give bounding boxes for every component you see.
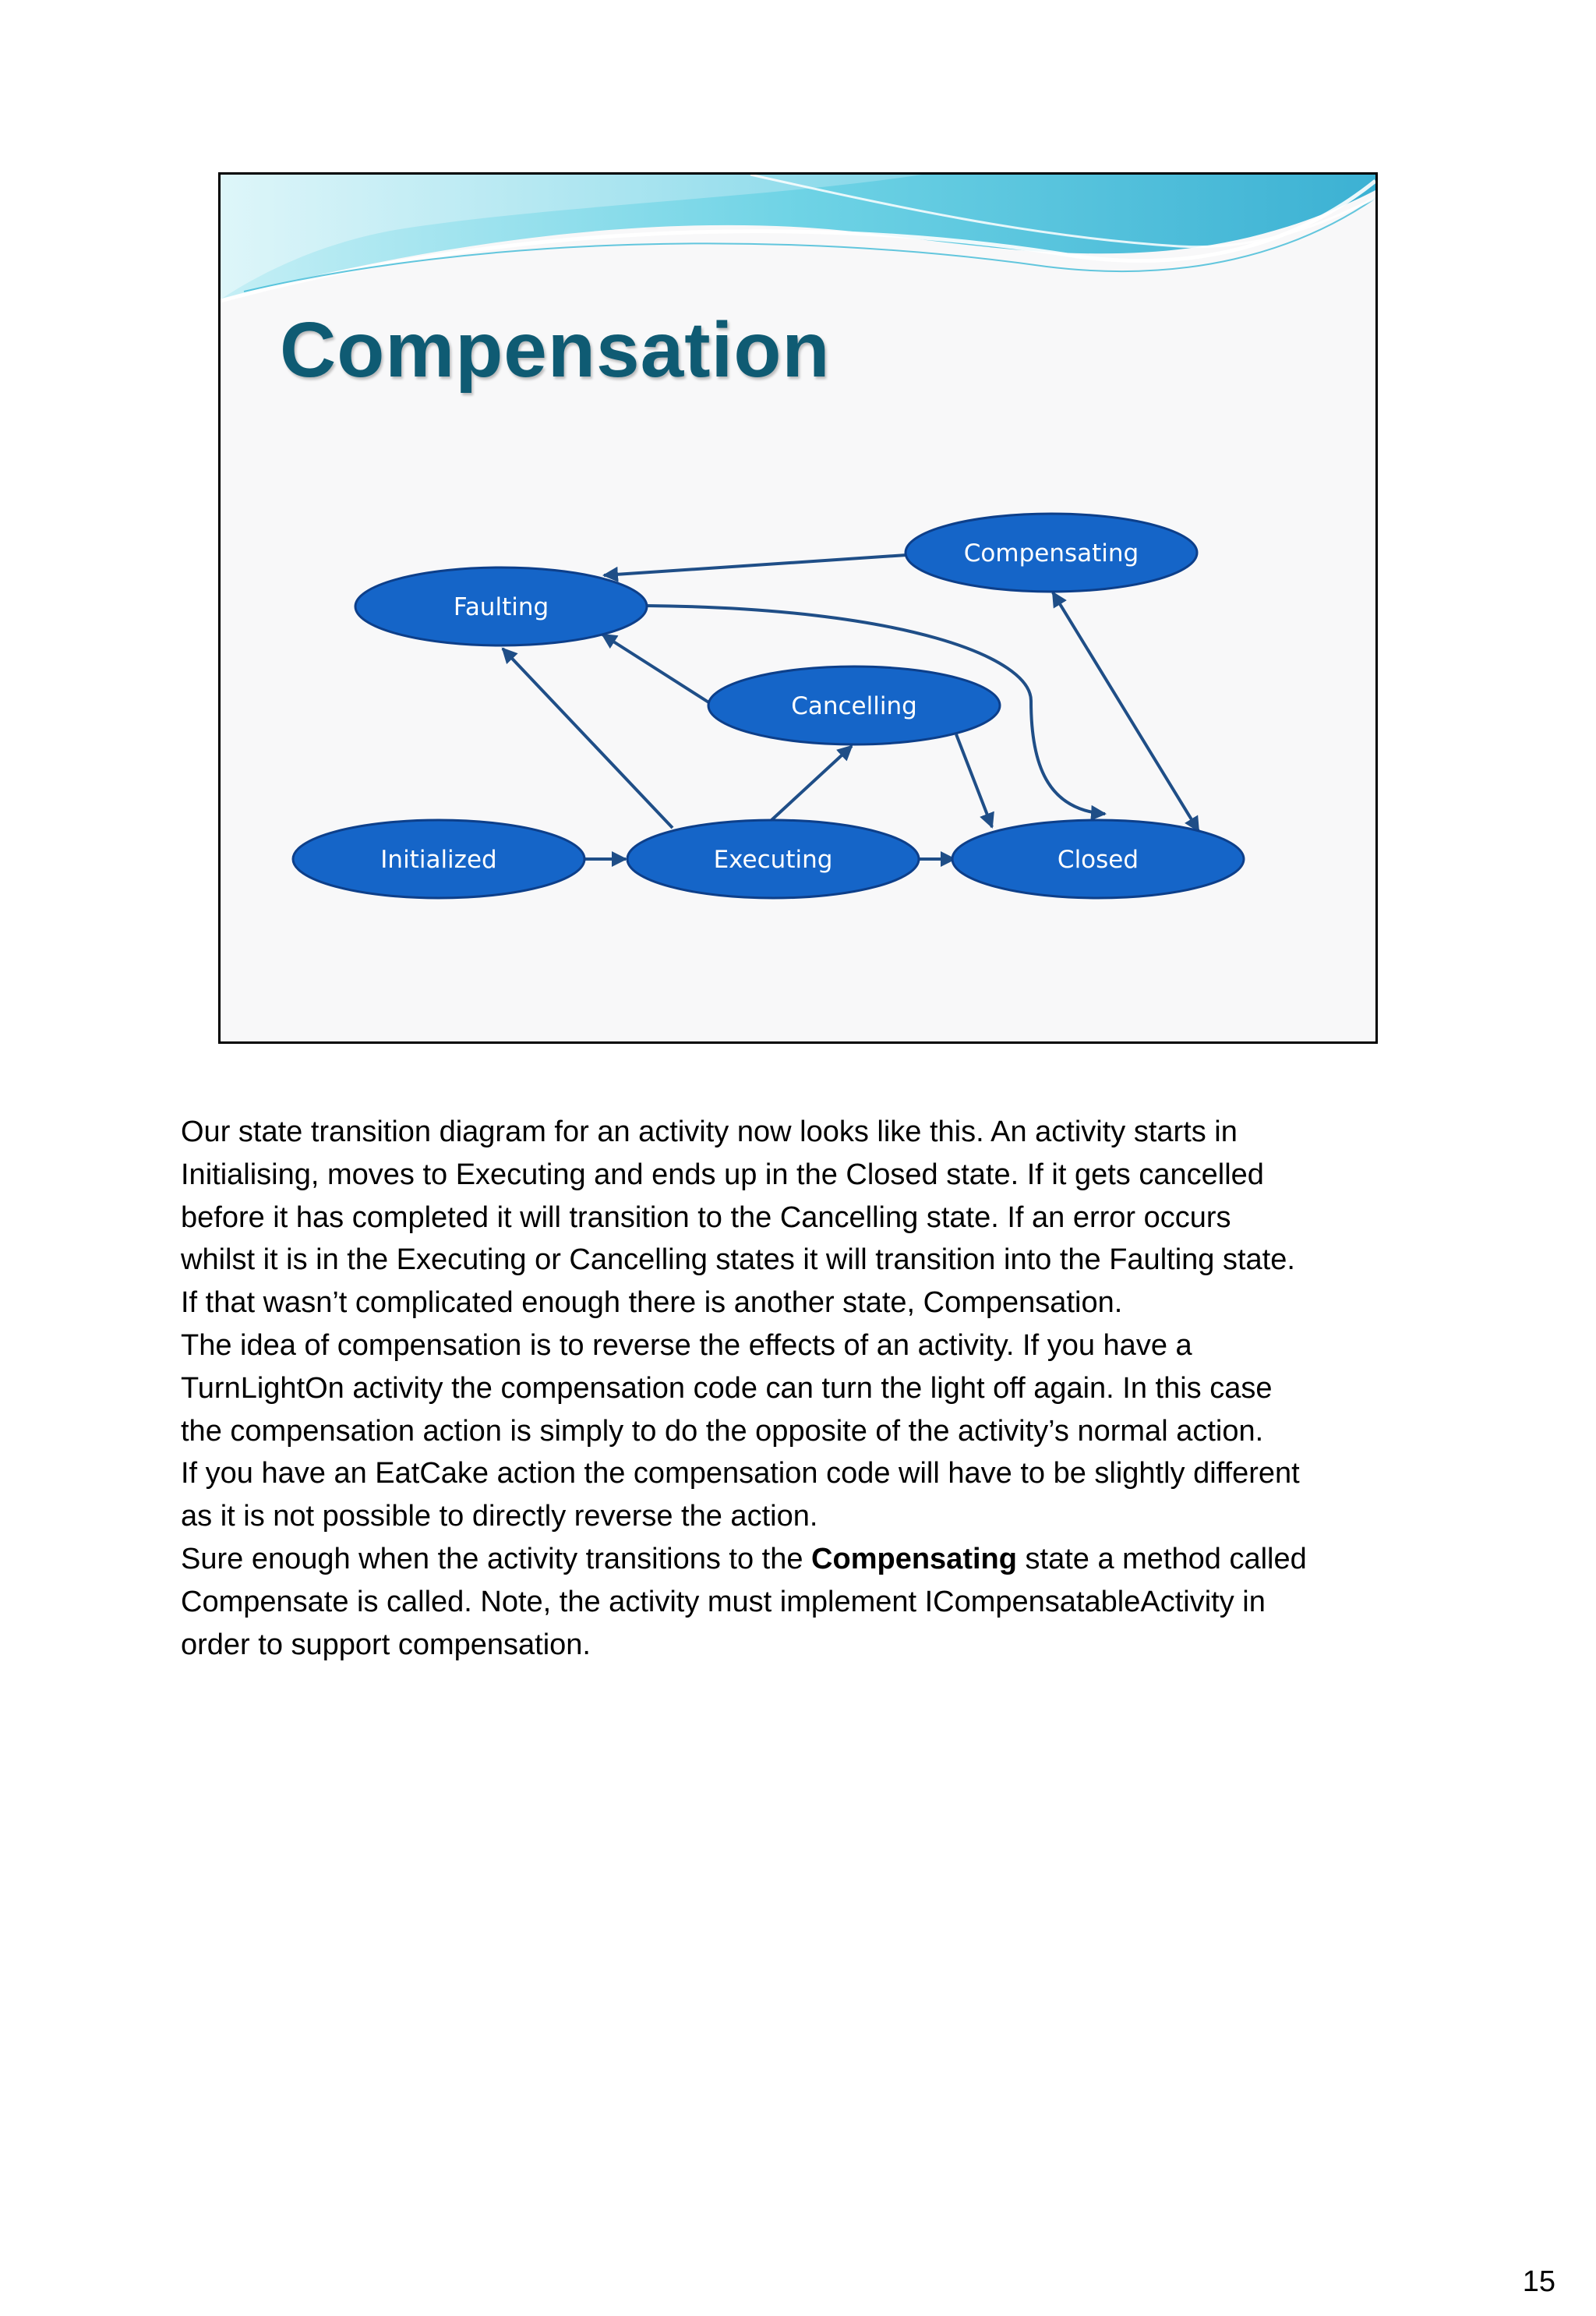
notes-line: Initialising, moves to Executing and end… <box>181 1154 1459 1197</box>
notes-line: Our state transition diagram for an acti… <box>181 1111 1459 1154</box>
notes-line: If you have an EatCake action the compen… <box>181 1452 1459 1495</box>
notes-line: If that wasn’t complicated enough there … <box>181 1282 1459 1324</box>
node-closed: Closed <box>952 820 1244 898</box>
diagram-nodes: Faulting Compensating Cancelling Initial… <box>293 514 1244 898</box>
node-cancelling: Cancelling <box>708 667 1000 744</box>
slide-graphic: Faulting Compensating Cancelling Initial… <box>221 175 1375 1041</box>
page-number: 15 <box>1523 2265 1555 2299</box>
notes-line: the compensation action is simply to do … <box>181 1410 1459 1453</box>
node-faulting: Faulting <box>355 568 647 645</box>
edge-closed-compensating <box>1053 592 1199 831</box>
notes-line: The idea of compensation is to reverse t… <box>181 1324 1459 1367</box>
notes-text-run: Sure enough when the activity transition… <box>181 1543 811 1575</box>
node-label-initialized: Initialized <box>380 846 496 874</box>
notes-line: before it has completed it will transiti… <box>181 1197 1459 1239</box>
notes-text-run: state a method called <box>1017 1543 1307 1575</box>
edge-executing-faulting <box>503 649 673 828</box>
edge-compensating-faulting <box>604 555 906 575</box>
notes-line: as it is not possible to directly revers… <box>181 1495 1459 1538</box>
node-label-cancelling: Cancelling <box>791 692 917 720</box>
edge-cancelling-faulting <box>602 635 710 703</box>
notes-line: order to support compensation. <box>181 1624 1459 1667</box>
slide-title: Compensation <box>280 306 830 395</box>
notes-line: Sure enough when the activity transition… <box>181 1538 1459 1581</box>
node-label-executing: Executing <box>714 846 833 874</box>
notes-bold-term: Compensating <box>811 1543 1017 1575</box>
slide-image: Faulting Compensating Cancelling Initial… <box>218 172 1378 1044</box>
edge-executing-cancelling <box>772 746 852 820</box>
header-wave-decoration <box>221 175 1375 301</box>
notes-line: whilst it is in the Executing or Cancell… <box>181 1239 1459 1282</box>
notes-line: Compensate is called. Note, the activity… <box>181 1581 1459 1624</box>
node-executing: Executing <box>627 820 919 898</box>
node-label-closed: Closed <box>1058 846 1139 874</box>
node-label-compensating: Compensating <box>964 539 1139 568</box>
notes-line: TurnLightOn activity the compensation co… <box>181 1367 1459 1410</box>
notes-text: Our state transition diagram for an acti… <box>181 1111 1459 1666</box>
edge-cancelling-closed <box>956 734 992 827</box>
node-compensating: Compensating <box>906 514 1197 592</box>
node-initialized: Initialized <box>293 820 584 898</box>
node-label-faulting: Faulting <box>454 593 549 621</box>
